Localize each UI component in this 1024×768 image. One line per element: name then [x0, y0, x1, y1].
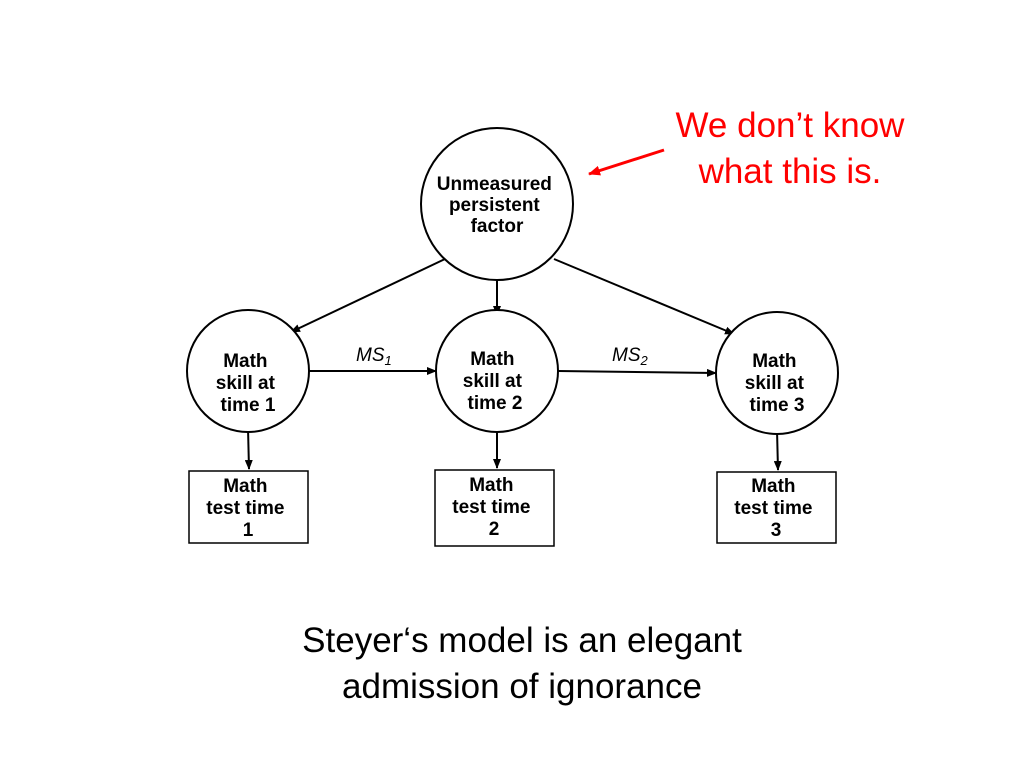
edge-label-ms1: MS1 — [356, 345, 392, 368]
caption-line: Steyer‘s model is an elegant — [302, 621, 742, 660]
node-skill3 — [715, 311, 839, 435]
edge-factor-to-skill3 — [553, 258, 735, 335]
node-test3 — [716, 471, 837, 544]
node-test2 — [434, 469, 555, 547]
annotation-note: We don’t know what this is. — [640, 103, 940, 195]
label-test3: Math test time 3 — [734, 476, 817, 541]
edge-factor-to-skill1 — [290, 258, 446, 333]
edge-skill3-to-test3 — [773, 429, 782, 471]
label-test1: Math test time 1 — [206, 476, 289, 541]
label-factor: Unmeasured persistent factor — [437, 174, 557, 237]
caption-line: admission of ignorance — [342, 667, 702, 706]
node-skill1 — [186, 309, 310, 433]
annotation-line: what this is. — [698, 152, 882, 191]
label-skill3: Math skill at time 3 — [745, 351, 809, 416]
label-skill2: Math skill at time 2 — [463, 349, 527, 414]
edge-skill1-to-test1 — [244, 427, 253, 470]
edge-skill2-to-skill3 — [557, 368, 717, 377]
slide-caption: Steyer‘s model is an elegant admission o… — [212, 618, 832, 710]
edge-label-ms2: MS2 — [612, 345, 649, 368]
node-skill2 — [435, 309, 559, 433]
annotation-arrow — [588, 148, 665, 176]
label-test2: Math test time 2 — [452, 475, 535, 540]
node-factor — [420, 127, 574, 281]
annotation-line: We don’t know — [675, 106, 905, 145]
node-test1 — [188, 470, 309, 544]
label-skill1: Math skill at time 1 — [216, 351, 280, 416]
